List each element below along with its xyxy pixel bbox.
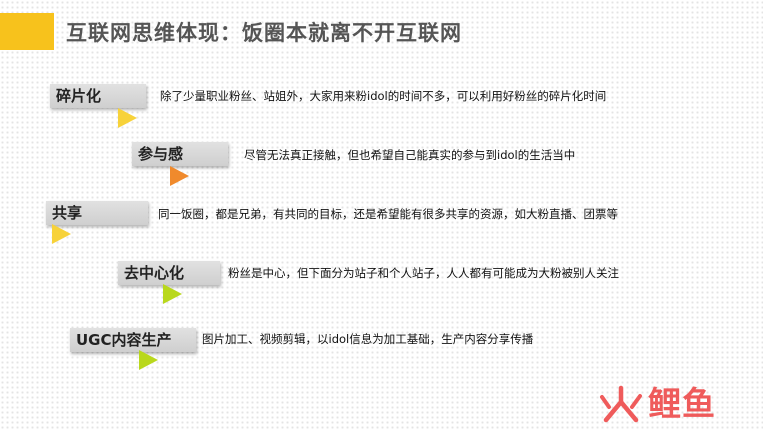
- desc-sharing: 同一饭圈，都是兄弟，有共同的目标，还是希望能有很多共享的资源，如大粉直播、团票等: [158, 207, 618, 221]
- title-accent-bar: [0, 13, 54, 50]
- tag-fragmentation: 碎片化: [50, 84, 146, 108]
- tag-decentralization: 去中心化: [118, 261, 220, 285]
- desc-fragmentation: 除了少量职业粉丝、站姐外，大家用来粉idol的时间不多，可以利用好粉丝的碎片化时…: [160, 89, 607, 103]
- desc-decentralization: 粉丝是中心，但下面分为站子和个人站子，人人都有可能成为大粉被别人关注: [228, 266, 619, 280]
- desc-participation: 尽管无法真正接触，但也希望自己能真实的参与到idol的生活当中: [244, 148, 576, 162]
- triangle-arrow-icon: [163, 284, 182, 304]
- tag-participation: 参与感: [132, 142, 228, 166]
- tag-ugc-production: UGC内容生产: [70, 328, 196, 352]
- slide-title: 互联网思维体现：饭圈本就离不开互联网: [66, 21, 462, 45]
- desc-ugc-production: 图片加工、视频剪辑，以idol信息为加工基础，生产内容分享传播: [202, 332, 534, 346]
- triangle-arrow-icon: [139, 350, 158, 370]
- flame-icon: [600, 385, 642, 423]
- triangle-arrow-icon: [118, 108, 137, 128]
- triangle-arrow-icon: [52, 224, 71, 244]
- triangle-arrow-icon: [170, 166, 189, 186]
- tag-sharing: 共享: [46, 201, 148, 225]
- brand-logo: 鲤鱼: [596, 385, 716, 423]
- logo-text: 鲤鱼: [648, 384, 716, 423]
